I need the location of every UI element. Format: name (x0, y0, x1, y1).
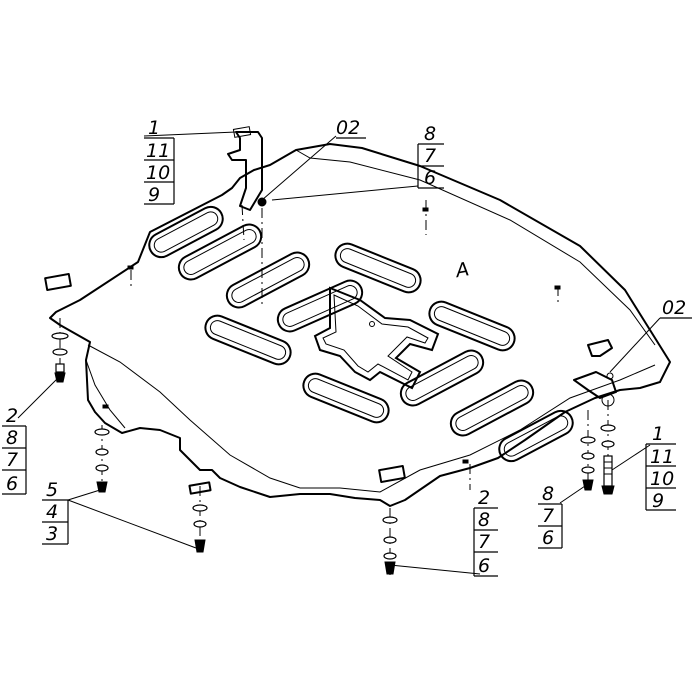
plate-letter-mark: A (452, 258, 471, 282)
mount-tabs (44, 273, 406, 483)
callout-bottom-left: 5 4 3 (42, 479, 69, 545)
bracket-right (573, 339, 617, 407)
slot-r2-c (428, 300, 516, 352)
callout-text: 6 (542, 527, 554, 549)
callout-right-bracket: 02 (660, 297, 692, 319)
slot-r3-b (399, 349, 485, 407)
callout-text: 7 (424, 145, 436, 167)
callout-text: 02 (336, 117, 360, 139)
callout-text: 02 (662, 297, 686, 319)
callout-text: 4 (46, 501, 58, 523)
callout-text: 1 (148, 117, 160, 139)
callout-bottom-center: 2 8 7 6 (473, 487, 498, 577)
callout-text: 8 (478, 509, 490, 531)
callout-text: 2 (6, 405, 18, 427)
center-serpentine (313, 286, 440, 390)
slot-r2-b (276, 279, 364, 333)
hardware-front-mid (188, 481, 212, 553)
callout-text: 1 (652, 423, 664, 445)
hardware-front-left (94, 428, 110, 493)
callout-text: 6 (6, 473, 18, 495)
hardware-right-bolt (600, 424, 616, 495)
callout-top-right: 8 7 6 (417, 123, 444, 189)
hardware-left (51, 332, 69, 383)
slot-r3-d (498, 409, 574, 463)
callout-text: 6 (424, 167, 436, 189)
bracket-top (227, 126, 267, 211)
slot-r1-a (148, 205, 224, 259)
callout-text: 9 (652, 490, 664, 512)
callout-top-center: 02 (336, 117, 366, 139)
callout-text: 10 (146, 162, 170, 184)
slot-r1-d (334, 242, 422, 294)
plate-front-fold (87, 344, 301, 489)
stiffening-slots (148, 205, 574, 463)
callout-left: 2 8 7 6 (2, 405, 27, 495)
callout-text: 8 (424, 123, 436, 145)
callout-text: 2 (478, 487, 490, 509)
callout-text: 3 (46, 523, 58, 545)
slot-r3-c (449, 379, 535, 437)
plate-side-fold (85, 359, 126, 429)
callout-text: 6 (478, 555, 490, 577)
leader-lines (17, 131, 661, 575)
callout-text: 7 (6, 449, 18, 471)
callout-text: 5 (46, 479, 58, 501)
callout-text: 11 (650, 446, 674, 468)
callout-text: 8 (6, 427, 18, 449)
callout-text: 7 (542, 505, 554, 527)
callout-right-mid: 8 7 6 (538, 483, 563, 549)
callout-text: 10 (650, 468, 674, 490)
slot-r3-a (302, 372, 390, 424)
slot-r2-a (204, 314, 292, 366)
plate-slots-small (102, 207, 561, 464)
plate-outline (49, 143, 671, 507)
callout-top-left: 1 11 10 9 (144, 117, 175, 206)
callout-text: 11 (146, 140, 170, 162)
plate-bottom-fold (300, 364, 656, 493)
callout-text: 9 (148, 184, 160, 206)
plate-rear-fold (295, 149, 656, 346)
center-hole (369, 321, 375, 327)
callout-right-bolt: 1 11 10 9 (645, 423, 676, 512)
callout-text: 7 (478, 531, 490, 553)
center-serpentine-inner (322, 294, 429, 381)
callout-text: 8 (542, 483, 554, 505)
slot-r1-b (177, 223, 263, 281)
skid-plate (49, 143, 671, 507)
